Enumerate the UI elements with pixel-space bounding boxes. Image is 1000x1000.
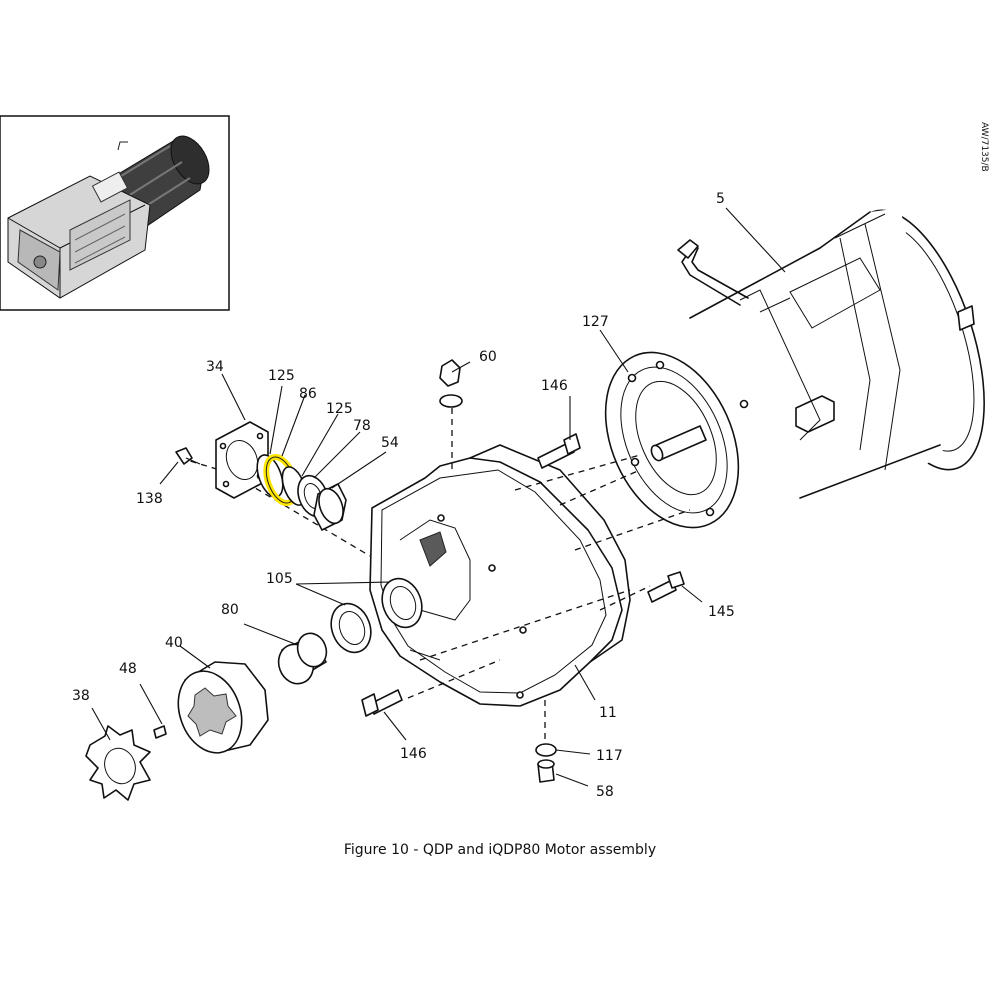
- coupling-part-40: [177, 661, 269, 754]
- figure-caption: Figure 10 - QDP and iQDP80 Motor assembl…: [343, 842, 657, 858]
- callout-40: 40: [165, 635, 183, 651]
- callout-105: 105: [266, 571, 293, 587]
- callout-60: 60: [479, 349, 497, 365]
- plug-part-58: [537, 759, 555, 783]
- callout-34: 34: [206, 359, 224, 375]
- bolt-part-146-upper: [537, 433, 581, 469]
- seal-rings-group: [256, 454, 347, 531]
- callout-labels: 5 127 34 125 86 125 78 54 60 146 138 105…: [72, 191, 735, 800]
- callout-80: 80: [221, 602, 239, 618]
- inset-overview: [0, 115, 230, 311]
- callout-125-lower: 125: [326, 401, 353, 417]
- spider-part-38: [85, 725, 151, 801]
- flange-plate-part-34: [215, 421, 269, 499]
- screw-part-138: [175, 447, 201, 465]
- callout-78: 78: [353, 418, 371, 434]
- motor-part-5: [604, 208, 985, 529]
- callout-5: 5: [716, 191, 725, 207]
- plug-part-60: [439, 359, 463, 408]
- key-part-48: [153, 725, 167, 739]
- bolt-part-145: [647, 571, 685, 603]
- callout-54: 54: [381, 435, 399, 451]
- callout-145: 145: [708, 604, 735, 620]
- inset-pump-image: [7, 135, 210, 299]
- housing-part-11: [369, 444, 631, 707]
- drawing-reference: AW/7135/B: [979, 122, 989, 172]
- callout-138: 138: [136, 491, 163, 507]
- callout-146-upper: 146: [541, 378, 568, 394]
- washer-part-117: [535, 743, 557, 757]
- callout-125-upper: 125: [268, 368, 295, 384]
- callout-127: 127: [582, 314, 609, 330]
- seal-part-105: [330, 602, 372, 654]
- callout-58: 58: [596, 784, 614, 800]
- callout-48: 48: [119, 661, 137, 677]
- callout-117: 117: [596, 748, 623, 764]
- leader-lines: [91, 207, 786, 787]
- callout-86: 86: [299, 386, 317, 402]
- callout-11: 11: [599, 705, 617, 721]
- callout-146-lower: 146: [400, 746, 427, 762]
- bush-part-80: [277, 632, 328, 685]
- bolt-part-146-lower: [361, 689, 403, 717]
- callout-38: 38: [72, 688, 90, 704]
